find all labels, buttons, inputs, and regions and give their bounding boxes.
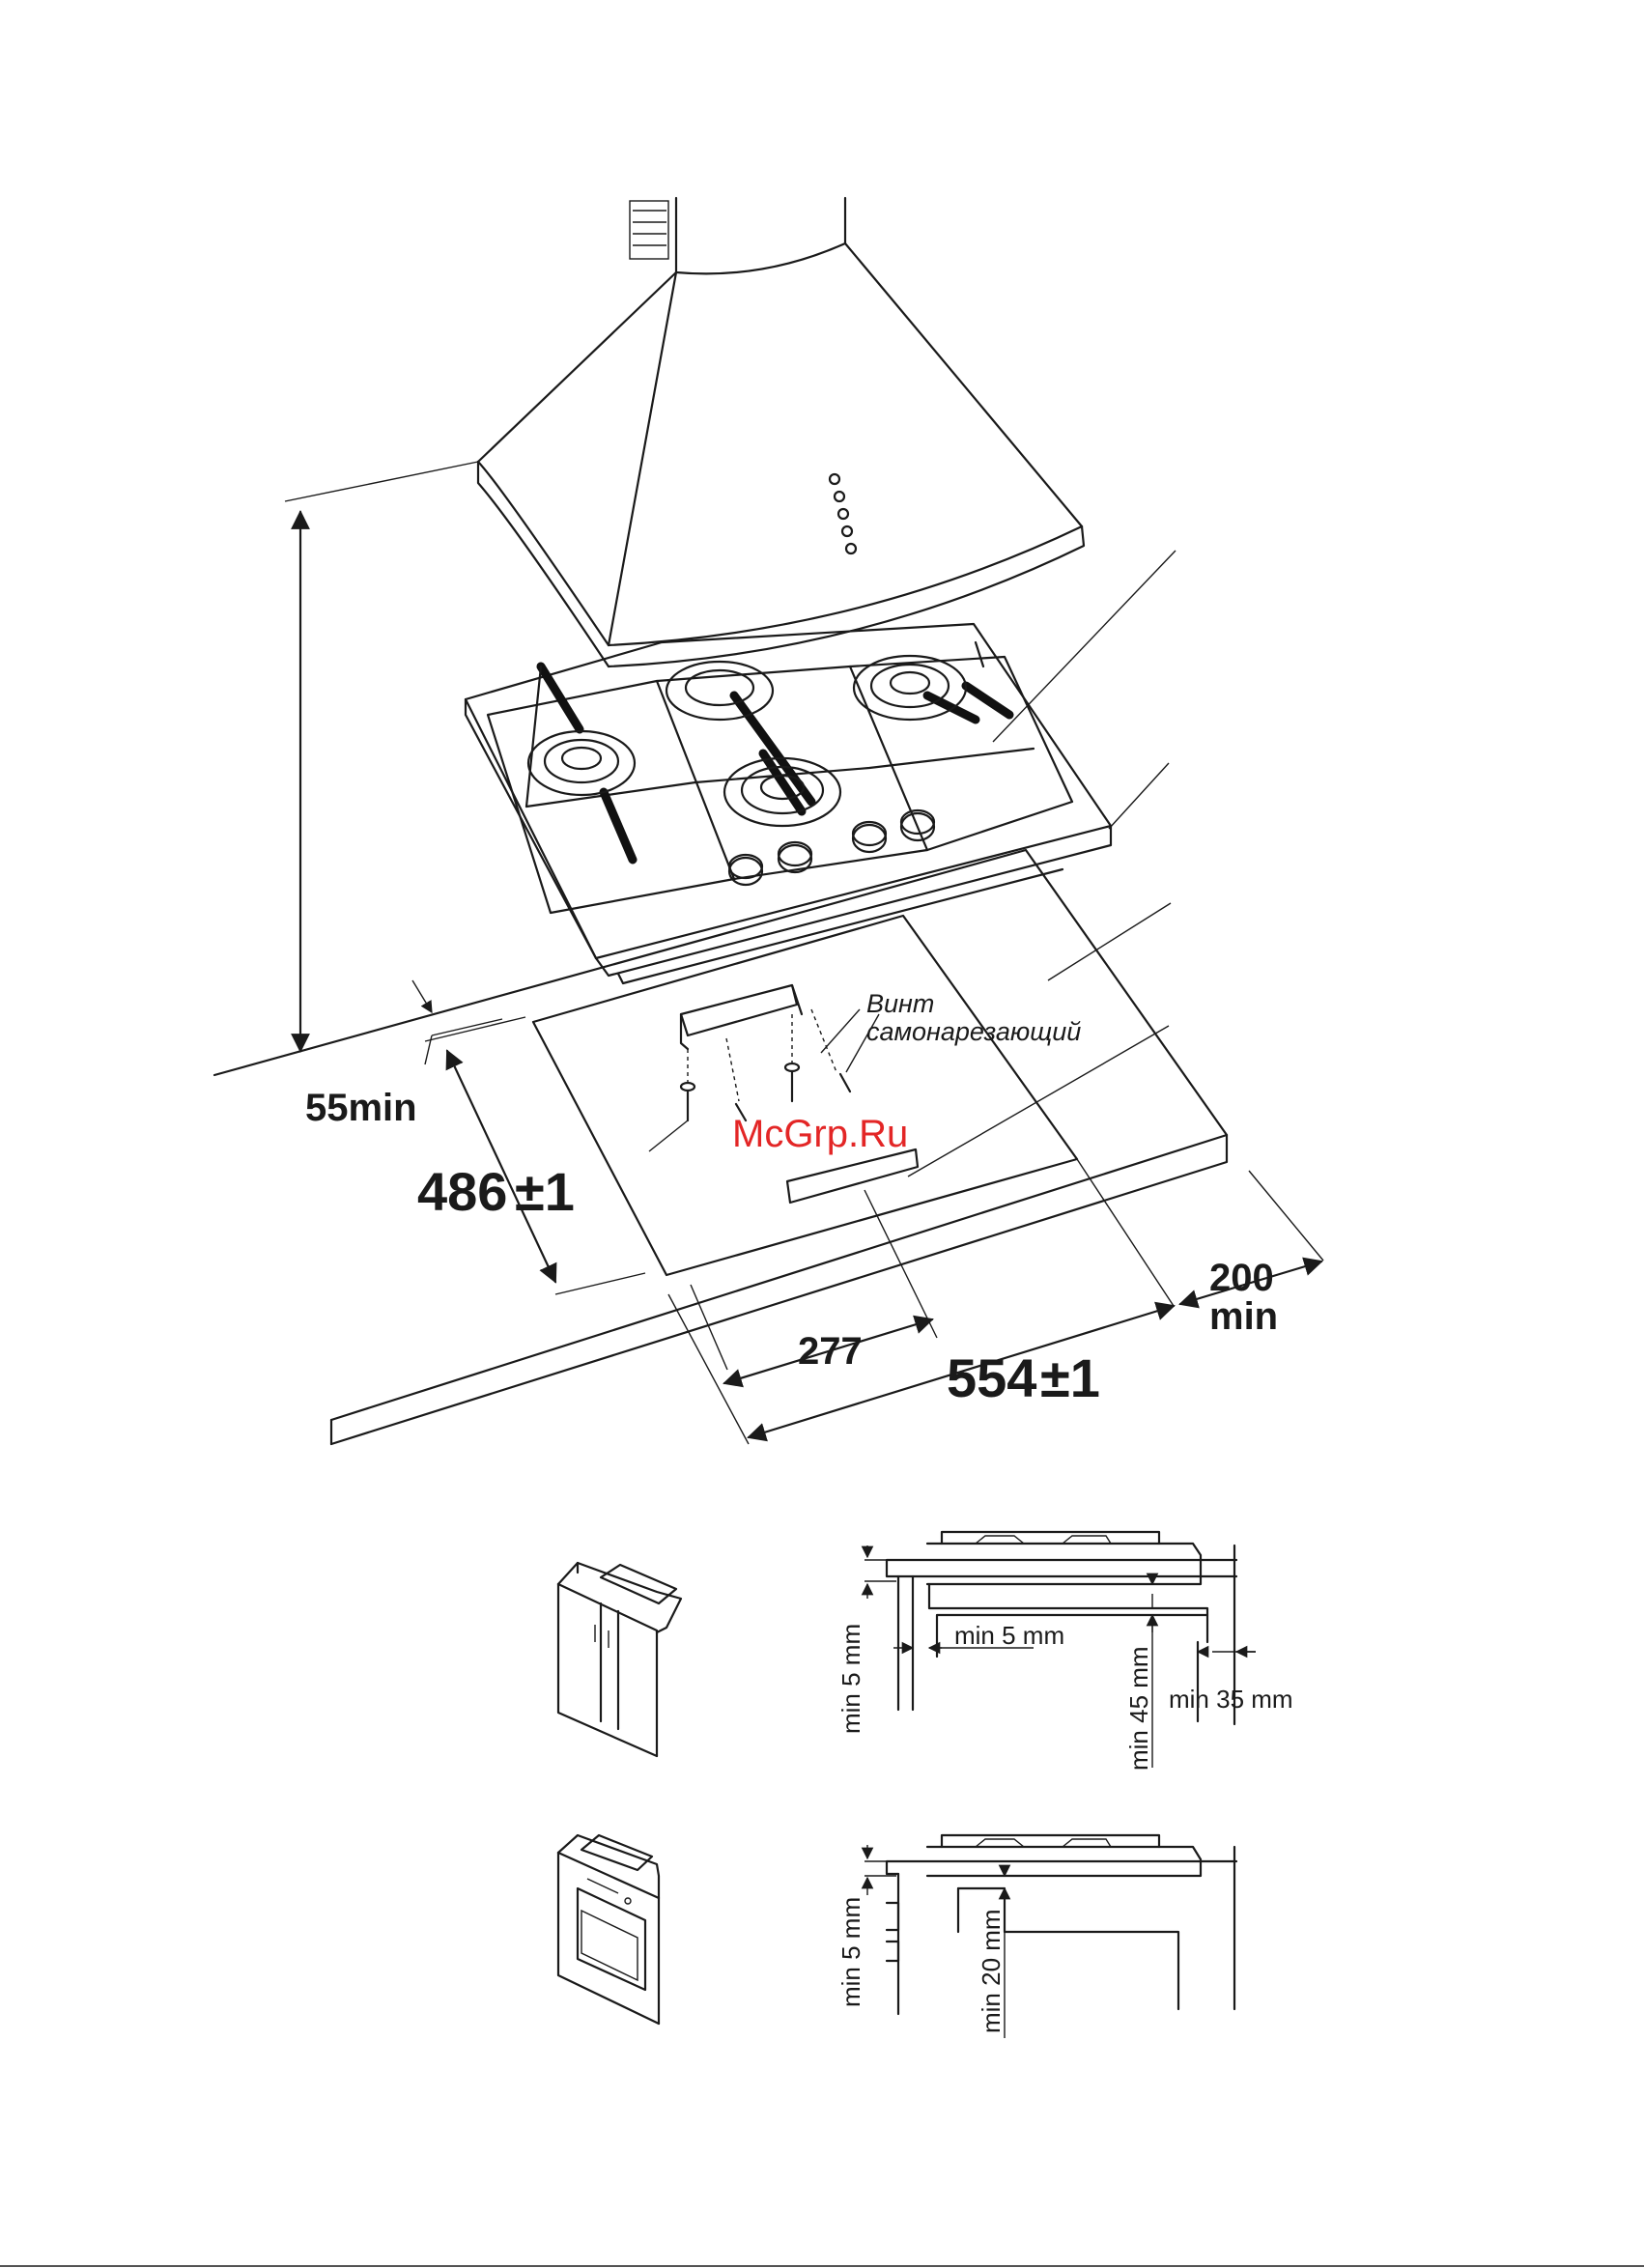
burner-front-left: [528, 731, 635, 795]
pan-supports: [488, 642, 1072, 913]
dim-554-label: 554: [947, 1347, 1036, 1408]
burner-rear-right: [854, 656, 966, 720]
burner-rear-center: [666, 662, 773, 720]
range-hood: [478, 198, 1084, 666]
vent-grille: [630, 201, 668, 259]
dim-55min-label: 55min: [305, 1087, 417, 1129]
gas-hob: [466, 624, 1111, 983]
oven-min-5mm-vertical: min 5 mm: [836, 1897, 865, 2007]
screw-label-line2: самонарезающий: [866, 1017, 1081, 1046]
oven-min-20mm: min 20 mm: [977, 1909, 1006, 2033]
oven-section-view: [865, 1835, 1236, 2038]
hob-cutout: [533, 916, 1077, 1275]
control-knobs: [729, 810, 934, 885]
dim-277-label: 277: [798, 1330, 863, 1373]
dimension-lines: [285, 462, 1323, 1444]
leader-lines: [821, 551, 1176, 1177]
cabinet-min-5mm-horizontal: min 5 mm: [954, 1621, 1064, 1650]
cabinet-section-view: [865, 1532, 1256, 1768]
cabinet-min-45mm: min 45 mm: [1124, 1646, 1153, 1771]
dim-486-label: 486: [417, 1161, 507, 1222]
cabinet-icon: [558, 1563, 681, 1756]
dim-200-label: 200: [1209, 1257, 1274, 1299]
cabinet-min-5mm-vertical: min 5 mm: [836, 1624, 865, 1734]
watermark: McGrp.Ru: [732, 1113, 908, 1155]
dim-486-tolerance: ±1: [515, 1161, 575, 1222]
cabinet-min-35mm: min 35 mm: [1169, 1685, 1293, 1714]
screw-label-line1: Винт: [866, 989, 934, 1018]
oven-icon: [558, 1835, 659, 2024]
hood-control-buttons: [830, 474, 856, 553]
dim-554-tolerance: ±1: [1040, 1347, 1100, 1408]
dim-200-min-label: min: [1209, 1295, 1278, 1338]
